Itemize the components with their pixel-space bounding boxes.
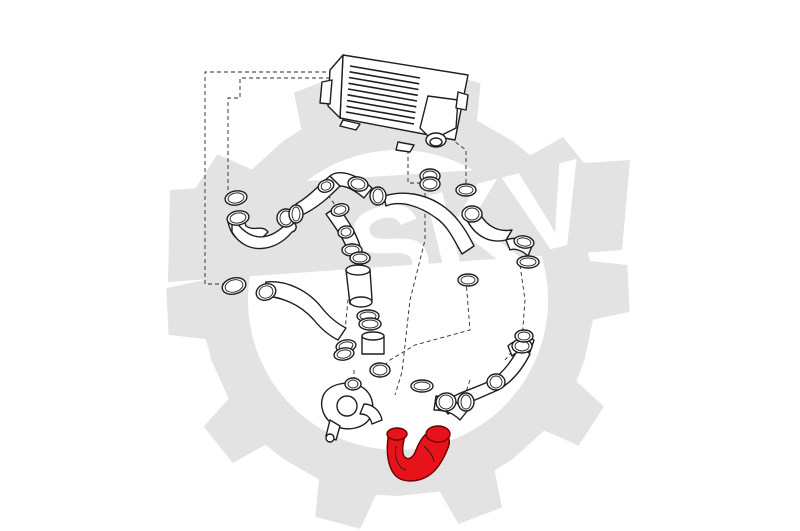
hose-clamp-inner [224,279,244,293]
hose-clamp-inner [352,253,368,263]
hose-clamp-inner [413,381,431,391]
hose-clamp-inner [458,185,474,195]
hose-clamp-inner [372,364,388,376]
fin-line [347,88,418,102]
hose-clamp-inner [460,394,472,410]
fin-line [346,99,416,114]
hose-clamp [288,204,304,224]
hose-clamp-inner [291,206,301,222]
hose-clamp [369,186,387,206]
hose-clamp-inner [422,178,438,190]
fin-line [348,82,418,97]
hose-clamps [221,168,540,412]
hose-clamp-inner [460,275,476,285]
fin-line [348,76,419,91]
fin-line [349,65,421,79]
hose-clamp-inner [519,257,537,267]
hose-clamp-inner [227,192,245,204]
hose-clamp-inner [333,205,347,215]
fin-line [349,71,420,85]
hose-clamp-inner [372,188,384,204]
highlighted-part-lower-turbo-hose[interactable] [386,425,451,482]
fin-line [345,111,415,125]
hose-clamp-inner [489,375,503,389]
hose-clamp-inner [350,178,366,190]
fin-line [346,105,415,120]
hose-clamp-inner [517,331,531,341]
hose-clamp-inner [229,212,247,224]
hose-clamp [457,392,475,412]
intercooler-fins [345,65,421,125]
gear-band [168,160,630,282]
hose-clamp-inner [516,237,532,247]
hose-clamp-inner [336,349,352,359]
hose-clamp-inner [438,394,454,410]
hose-clamp-inner [340,227,352,237]
intercooler [319,54,469,153]
fin-line [347,94,417,108]
hose-clamp-inner [258,285,274,299]
hose-clamp-inner [347,379,359,389]
hose-clamp-inner [320,181,332,191]
hose-clamp-inner [361,319,379,329]
hose-clamp-inner [464,207,480,221]
